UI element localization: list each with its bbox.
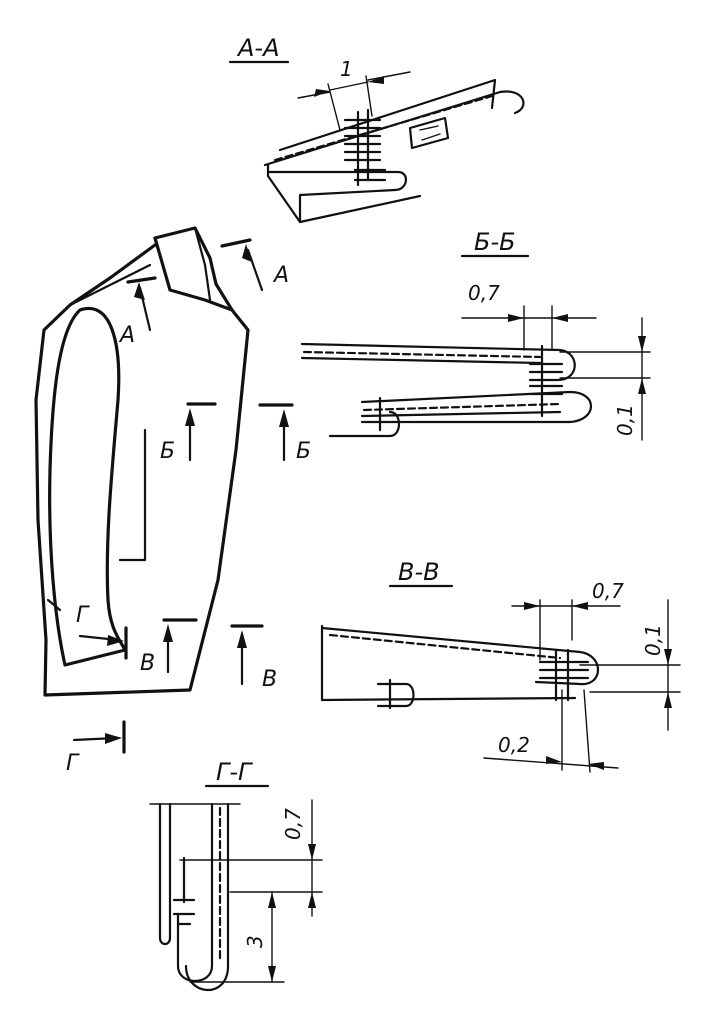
cut-label-a-right: А (272, 263, 289, 288)
section-gg: Г-Г 0,7 3 (149, 758, 323, 992)
section-gg-dim-bottom: 3 (243, 935, 267, 948)
cut-label-v-left: В (140, 651, 155, 676)
cut-label-g-upper: Г (76, 603, 90, 628)
section-gg-title: Г-Г (216, 758, 253, 786)
cut-label-v-right: В (262, 667, 277, 692)
section-bb: Б-Б 0,7 0,1 (300, 228, 651, 441)
section-bb-dim-width: 0,7 (468, 281, 500, 305)
section-aa: А-А 1 (228, 34, 525, 224)
cut-label-a-left: А (118, 323, 135, 348)
section-vv: В-В 0,7 0,1 0,2 (320, 558, 681, 773)
section-vv-dim-height: 0,1 (641, 624, 665, 656)
section-bb-dim-height: 0,1 (613, 404, 637, 436)
section-gg-dim-top: 0,7 (281, 808, 305, 840)
cut-label-b-left: Б (160, 439, 175, 464)
section-vv-dim-bottom: 0,2 (498, 733, 530, 757)
section-bb-title: Б-Б (474, 228, 516, 256)
section-vv-title: В-В (398, 558, 440, 586)
section-vv-dim-width: 0,7 (592, 579, 624, 603)
cut-label-b-right: Б (296, 439, 311, 464)
section-aa-dim: 1 (340, 57, 353, 81)
cut-label-g-lower: Г (66, 751, 80, 776)
section-aa-title: А-А (236, 34, 280, 62)
cut-indicators (72, 238, 294, 754)
